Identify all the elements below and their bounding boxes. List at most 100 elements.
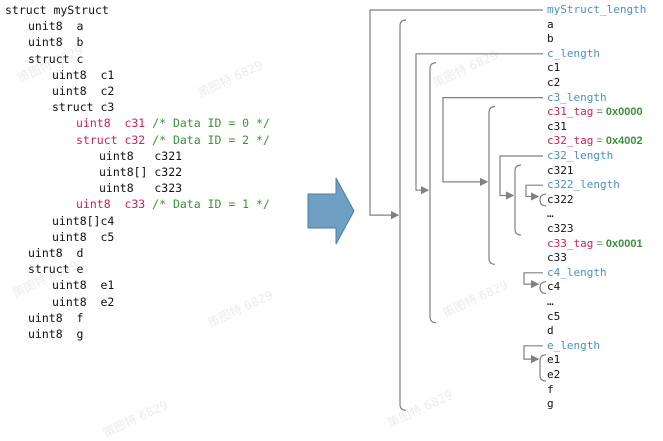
field-label: c321 [547, 163, 574, 177]
transform-arrow [307, 177, 355, 245]
code-token: uint8 c323 [99, 181, 183, 196]
length-field: c32_length [547, 149, 613, 163]
field-label: c31 [547, 119, 567, 133]
tag-value: 0x0000 [605, 106, 643, 119]
data-field: a [547, 18, 554, 32]
length-field: c_length [547, 47, 600, 61]
tag-field: c32_tag = 0x4002 [547, 134, 643, 148]
field-label: f [547, 382, 554, 396]
code-token: struct e [28, 262, 84, 277]
code-line: struct c3 [52, 99, 114, 115]
data-field: c31 [547, 120, 567, 134]
field-label: … [547, 207, 554, 221]
pointer-c-length [415, 53, 543, 195]
code-line: uint8[] c322 [99, 164, 182, 180]
code-line: struct c32 /* Data ID = 2 */ [76, 132, 270, 148]
code-line: uint8 b [28, 34, 83, 50]
data-field: c321 [547, 164, 574, 178]
bracket-c32 [514, 164, 522, 236]
code-line: struct myStruct [5, 2, 109, 18]
tag-separator: = [593, 135, 606, 148]
code-token: uint8 f [28, 310, 84, 325]
length-field: c4_length [547, 266, 607, 280]
bracket-c3 [488, 106, 496, 265]
field-label: d [547, 324, 554, 338]
code-token: uint8[]c4 [52, 213, 115, 228]
code-token: uint8 c2 [52, 84, 115, 98]
field-label: b [547, 32, 554, 46]
field-label: c31_tag [547, 105, 594, 119]
data-field: … [547, 295, 554, 309]
code-line: uint8 c31 /* Data ID = 0 */ [76, 115, 270, 131]
code-line: uint8 e2 [52, 294, 114, 310]
code-comment: /* Data ID = 0 */ [152, 116, 270, 131]
field-label: c1 [547, 61, 561, 75]
bracket-c322 [539, 193, 547, 207]
code-line: uint8 c321 [99, 148, 182, 164]
field-label: c3_length [547, 90, 607, 104]
code-line: uint8 c5 [52, 229, 114, 245]
code-token: uint8 e2 [52, 294, 115, 309]
data-field: c33 [547, 251, 567, 265]
tag-separator: = [593, 237, 606, 250]
field-label: e_length [547, 338, 600, 352]
pointer-mystruct-length [369, 9, 543, 220]
code-line: unit8 a [28, 18, 83, 34]
code-line: struct c [28, 51, 83, 67]
tag-value: 0x0001 [605, 237, 643, 250]
length-field: myStruct_length [547, 3, 646, 17]
code-token: uint8 d [28, 246, 84, 260]
code-token: uint8 e1 [52, 278, 115, 293]
code-line: uint8[]c4 [52, 213, 114, 229]
field-label: c322 [547, 192, 574, 206]
code-line: uint8 c323 [99, 180, 182, 196]
code-token: uint8 c31 [76, 116, 153, 131]
code-token: uint8 b [28, 35, 84, 50]
code-token: struct c [28, 51, 84, 66]
field-label: c2 [547, 76, 561, 89]
field-label: c4 [547, 280, 561, 294]
code-token: uint8 c321 [99, 148, 183, 163]
data-field: e2 [547, 368, 560, 382]
pointer-c4-length [523, 272, 543, 289]
connector-lines [307, 9, 547, 411]
data-field: c322 [547, 193, 574, 207]
bracket-mystruct [399, 19, 407, 411]
data-field: c2 [547, 76, 560, 90]
pointer-e-length [523, 345, 543, 364]
code-comment: /* Data ID = 1 */ [152, 197, 270, 212]
code-line: uint8 c2 [52, 83, 114, 99]
code-line: uint8 g [28, 326, 83, 342]
code-comment: /* Data ID = 2 */ [152, 132, 270, 147]
code-token: struct c32 [76, 132, 153, 147]
data-field: c5 [547, 310, 560, 324]
code-token: uint8[] c322 [99, 165, 183, 179]
field-label: c33_tag [547, 236, 594, 250]
bracket-c [429, 62, 437, 324]
length-field: e_length [547, 339, 600, 353]
code-line: uint8 c1 [52, 67, 114, 83]
field-label: c_length [547, 46, 600, 60]
field-label: c33 [547, 251, 567, 265]
bracket-c4 [539, 281, 547, 294]
pointer-c3-length [442, 97, 543, 187]
data-field: b [547, 32, 554, 46]
field-label: c323 [547, 222, 574, 235]
pointer-c322-length [525, 184, 543, 201]
field-label: e1 [547, 353, 561, 367]
field-label: a [547, 17, 554, 31]
code-token: uint8 c33 [76, 197, 153, 212]
code-token: uint8 c1 [52, 67, 115, 82]
length-field: c322_length [547, 178, 620, 192]
code-token: unit8 a [28, 19, 84, 34]
code-token: uint8 c5 [52, 229, 115, 244]
code-token: struct myStruct [5, 3, 109, 17]
tag-separator: = [593, 106, 606, 119]
pointer-c32-length [499, 155, 543, 200]
code-line: struct e [28, 261, 83, 277]
length-field: c3_length [547, 91, 607, 105]
data-field: c4 [547, 280, 560, 294]
data-field: c323 [547, 222, 574, 236]
field-label: c5 [547, 309, 561, 323]
data-field: f [547, 383, 554, 397]
